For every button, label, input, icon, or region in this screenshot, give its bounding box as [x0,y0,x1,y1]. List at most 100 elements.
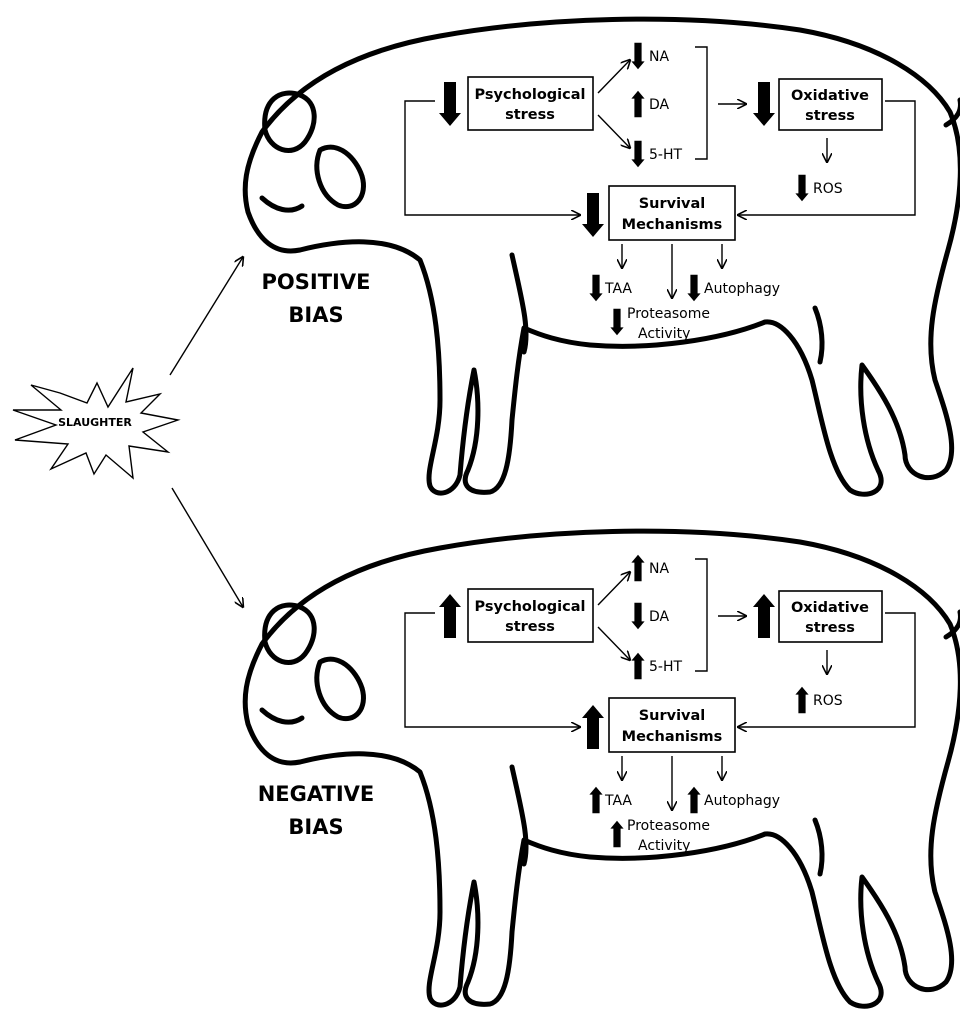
bias-label-line2: BIAS [288,303,343,327]
na-direction-arrow [631,42,645,70]
pig-tail [943,97,960,128]
da-arrow-shape [631,602,645,630]
loop-left [404,100,580,215]
proteasome-line1: Proteasome [627,306,710,322]
ht5-arrow-shape [631,140,645,168]
autophagy-direction-arrow [687,786,701,814]
taa-arrow-shape [589,786,603,814]
ht5-arrow-shape [631,652,645,680]
negative-bias-panel: Psychological stress Oxidative stress Su… [242,528,960,1009]
autophagy-label: Autophagy [704,793,780,809]
pig-body-outline [242,528,960,1009]
bias-label-line1: NEGATIVE [258,782,375,806]
survival-line1: Survival [639,196,706,212]
taa-direction-arrow [589,274,603,302]
pig-hind-leg-line [812,305,825,365]
proteasome-direction-arrow [610,308,624,336]
proteasome-direction-arrow [610,820,624,848]
proteasome-arrow-shape [610,820,624,848]
survival-box [608,185,736,241]
psych-direction-arrow [439,594,461,638]
5ht-direction-arrow [631,652,645,680]
psych-stress-line2: stress [505,107,555,123]
ros-arrow-shape [795,686,809,714]
na-direction-arrow [631,554,645,582]
proteasome-line2: Activity [638,326,690,342]
pig-body-outline [242,16,960,497]
pig-mouth [259,195,305,213]
arrow-to-positive [169,257,243,376]
psych-arrow-shape [439,82,461,126]
survival-line2: Mechanisms [622,729,723,745]
proteasome-line1: Proteasome [627,818,710,834]
survival-direction-arrow [582,193,604,237]
da-arrow-shape [631,90,645,118]
neuro-bracket [695,46,708,160]
loop-left [404,612,580,727]
na-arrow-shape [631,42,645,70]
na-label: NA [649,49,669,65]
ros-direction-arrow [795,686,809,714]
pig-eye-fold [314,144,366,210]
arrow-to-5ht [597,626,630,660]
psych-stress-box [467,588,594,643]
oxidative-arrow-shape [753,82,775,126]
psych-stress-line2: stress [505,619,555,635]
pig-ear [262,90,317,153]
oxidative-direction-arrow [753,594,775,638]
neuro-bracket [695,558,708,672]
pig-outline [242,16,960,497]
slaughter-burst: SLAUGHTER [12,367,181,480]
oxidative-stress-box [778,78,883,131]
5ht-direction-arrow [631,140,645,168]
survival-box [608,697,736,753]
burst-shape [12,367,181,480]
taa-label: TAA [604,281,632,297]
survival-line1: Survival [639,708,706,724]
da-direction-arrow [631,602,645,630]
arrow-to-5ht [597,114,630,148]
loop-right [738,100,916,215]
oxidative-stress-line1: Oxidative [791,600,869,616]
ros-arrow-shape [795,174,809,202]
da-label: DA [649,97,670,113]
bias-label-line2: BIAS [288,815,343,839]
proteasome-arrow-shape [610,308,624,336]
na-label: NA [649,561,669,577]
na-arrow-shape [631,554,645,582]
arrow-to-na [597,572,630,606]
pig-tail [943,609,960,640]
5ht-label: 5-HT [649,147,682,163]
ros-label: ROS [813,181,843,197]
autophagy-arrow-shape [687,786,701,814]
da-label: DA [649,609,670,625]
survival-arrow-shape [582,193,604,237]
taa-arrow-shape [589,274,603,302]
psych-stress-line1: Psychological [475,599,586,615]
taa-direction-arrow [589,786,603,814]
oxidative-stress-line2: stress [805,620,855,636]
5ht-label: 5-HT [649,659,682,675]
autophagy-arrow-shape [687,274,701,302]
pig-front-leg-line [509,764,529,867]
autophagy-direction-arrow [687,274,701,302]
psych-stress-line1: Psychological [475,87,586,103]
oxidative-stress-box [778,590,883,643]
arrow-to-na [597,60,630,94]
pig-mouth [259,707,305,725]
loop-right [738,612,916,727]
pig-hind-leg-line [812,817,825,877]
pig-eye-fold [314,656,366,722]
da-direction-arrow [631,90,645,118]
survival-direction-arrow [582,705,604,749]
survival-line2: Mechanisms [622,217,723,233]
psych-stress-box [467,76,594,131]
oxidative-stress-line2: stress [805,108,855,124]
psych-arrow-shape [439,594,461,638]
bias-label-line1: POSITIVE [262,270,371,294]
pig-outline [242,528,960,1009]
proteasome-line2: Activity [638,838,690,854]
taa-label: TAA [604,793,632,809]
ros-label: ROS [813,693,843,709]
